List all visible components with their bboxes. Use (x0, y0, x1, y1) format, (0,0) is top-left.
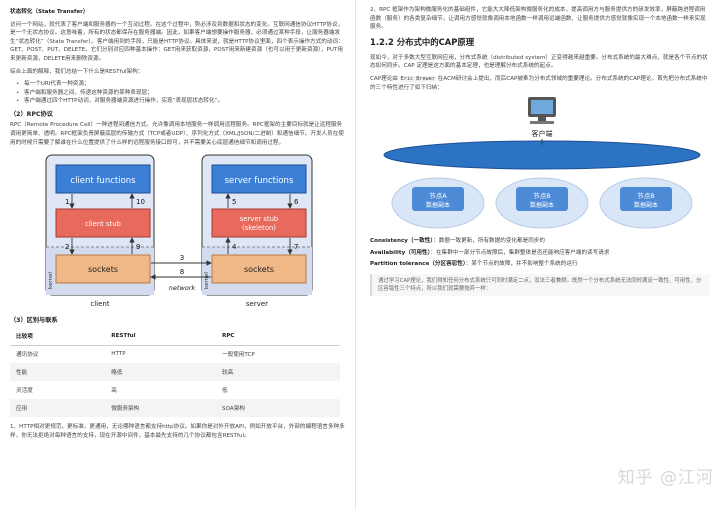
step-3: 3 (180, 254, 184, 262)
table-row: 通讯协议 HTTP 一般使用TCP (10, 345, 340, 363)
server-functions-label: server functions (225, 176, 294, 186)
rpc-benefit-paragraph: 2、RPC 框架作为架构微服务化的基础组件，它能大大降低架构微服务化的成本，提高… (370, 7, 706, 31)
table-row: 灵活度 高 低 (10, 381, 340, 399)
rpc-paragraph: RPC（Remote Procedure Call）一种进程间通信方式。允许像调… (10, 122, 344, 146)
node-c-box (620, 187, 672, 212)
step-9: 9 (136, 243, 140, 251)
client-sockets-label: sockets (88, 265, 118, 274)
step-6: 6 (294, 198, 299, 206)
client-computer-icon (528, 97, 556, 125)
partition-desc: ：某个节点的故障，并不影响整个系统的运行 (465, 261, 578, 268)
node-c-replica: 数据副本 (634, 201, 658, 209)
node-a-replica: 数据副本 (426, 201, 450, 209)
client-sockets-box (55, 254, 151, 284)
consistency-desc: ：数据一致更新，所有数据的变化都是同步的 (433, 238, 545, 245)
step-10: 10 (136, 198, 145, 206)
diff-heading: （3）区别与联系 (10, 317, 58, 325)
server-stub-box (211, 208, 307, 238)
cap-section-heading: 1.2.2 分布式中的CAP原理 (370, 36, 475, 47)
server-functions-box (211, 164, 307, 194)
step-2: 2 (65, 243, 69, 251)
table-header-row: 比较项 RESTful RPC (10, 327, 340, 346)
table-row: 性能 略低 较高 (10, 363, 340, 382)
list-item: 客户端通过四个HTTP动词，对服务器端资源进行操作，实现“表现层状态转化”。 (16, 97, 347, 106)
consistency-line: Consistency（一致性）：数据一致更新，所有数据的变化都是同步的 (370, 237, 710, 246)
step-4: 4 (232, 243, 237, 251)
cap-origin-post: 在ACM研讨会上提出，而后CAP被奉为分布式领域的重要理论。分布式系统的CAP理… (370, 75, 708, 91)
client-caption: client (90, 300, 109, 308)
comparison-paragraph: 1、HTTP相对更规范，更标准，更通用，无论哪种语言都支持http协议。如果你是… (10, 424, 345, 439)
table-cell: 微服务架构 (105, 399, 217, 418)
table-cell: 应用 (10, 399, 106, 418)
table-header-cell: RESTful (105, 327, 217, 346)
step-5: 5 (232, 198, 236, 206)
cap-origin-paragraph: CAP理论由 Eric Brewer 在ACM研讨会上提出，而后CAP被奉为分布… (370, 75, 710, 92)
state-transfer-heading: 状态转化（State Transfer） (10, 9, 89, 15)
table-cell: 一般使用TCP (222, 352, 255, 359)
table-cell: 性能 (10, 363, 106, 382)
consistency-term: Consistency（一致性） (370, 238, 434, 245)
availability-term: Availability（可用性） (370, 249, 431, 256)
restful-summary-intro: 综合上面的解释，我们总结一下什么是RESTful架构： (10, 68, 144, 75)
node-c-label: 节点B (637, 192, 654, 200)
table-cell: SOA架构 (216, 399, 340, 418)
partition-term: Partition tolerance（分区容忍性） (370, 261, 466, 268)
comparison-table: 比较项 RESTful RPC 通讯协议 HTTP 一般使用TCP 性能 略低 … (10, 327, 340, 418)
server-caption: server (246, 300, 268, 308)
table-cell: 通讯协议 (16, 352, 39, 359)
partition-line: Partition tolerance（分区容忍性）：某个节点的故障，并不影响整… (370, 260, 710, 269)
client-functions-box (55, 164, 151, 194)
server-skeleton-label: (skeleton) (242, 224, 276, 232)
left-page: 状态转化（State Transfer） 访问一个网站，就代表了客户端和服务器的… (0, 0, 356, 510)
node-a-label: 节点A (429, 192, 447, 200)
cap-origin-pre: CAP理论由 (370, 75, 400, 82)
client-stub-label: client stub (85, 220, 121, 228)
step-7: 7 (294, 243, 298, 251)
cap-quote: 通过学习CAP理论，我们得知任何分布式系统只可同时满足二点，没法三者兼顾，既然一… (370, 273, 710, 297)
node-b-box (516, 187, 568, 212)
node-b-replica: 数据副本 (530, 201, 554, 209)
right-page: 2、RPC 框架作为架构微服务化的基础组件，它能大大降低架构微服务化的成本，提高… (360, 0, 720, 510)
table-cell: 高 (111, 388, 117, 395)
restful-bullet-list: 每一个URI代表一种资源； 客户端和服务器之间，传递这种资源的某种表现层； 客户… (16, 80, 347, 106)
server-sockets-label: sockets (244, 265, 274, 274)
client-kernel-label: kernel (48, 272, 54, 289)
cap-diagram: 客户端 节点A 数据副本 节点B 数据副本 节点B 数据副本 (383, 97, 701, 229)
server-stub-label: server stub (240, 215, 279, 223)
table-cell: 略低 (105, 363, 217, 382)
node-a-box (412, 187, 464, 212)
rpc-heading: （2）RPC协议 (10, 111, 53, 119)
node-b-label: 节点B (533, 192, 550, 200)
step-1: 1 (65, 198, 69, 206)
eric-brewer-code: Eric Brewer (399, 75, 437, 82)
table-header-cell: RPC (216, 327, 340, 346)
table-row: 应用 微服务架构 SOA架构 (10, 399, 340, 418)
cap-intro-paragraph: 现如今，对于多数大型互联网应用，分布式系统（distributed system… (370, 54, 708, 70)
step-8: 8 (180, 268, 184, 276)
table-cell: 低 (222, 388, 228, 395)
rpc-diagram: client functions client stub sockets ser… (45, 154, 313, 308)
cap-client-label: 客户端 (532, 129, 553, 138)
table-cell: HTTP (111, 351, 126, 358)
network-label: network (169, 284, 196, 292)
table-header-cell: 比较项 (10, 327, 106, 346)
state-transfer-paragraph: 访问一个网站，就代表了客户端和服务器的一个互动过程。在这个过程中，势必涉及到数据… (10, 21, 344, 62)
zhihu-watermark: 知乎 @江河 (617, 468, 714, 488)
cluster-ellipse (383, 140, 701, 170)
server-kernel-label: kernel (204, 272, 210, 289)
list-item: 客户端和服务器之间，传递这种资源的某种表现层； (16, 89, 347, 98)
availability-desc: ：在集群中一部分节点故障后，集群整体是否还能响应客户端的读写请求 (430, 249, 610, 256)
client-functions-label: client functions (70, 176, 136, 186)
list-item: 每一个URI代表一种资源； (16, 80, 347, 89)
server-sockets-box (211, 254, 307, 284)
table-cell: 较高 (216, 363, 340, 382)
availability-line: Availability（可用性）：在集群中一部分节点故障后，集群整体是否还能响… (370, 249, 710, 258)
table-cell: 灵活度 (16, 388, 33, 395)
client-stub-box (55, 208, 151, 238)
